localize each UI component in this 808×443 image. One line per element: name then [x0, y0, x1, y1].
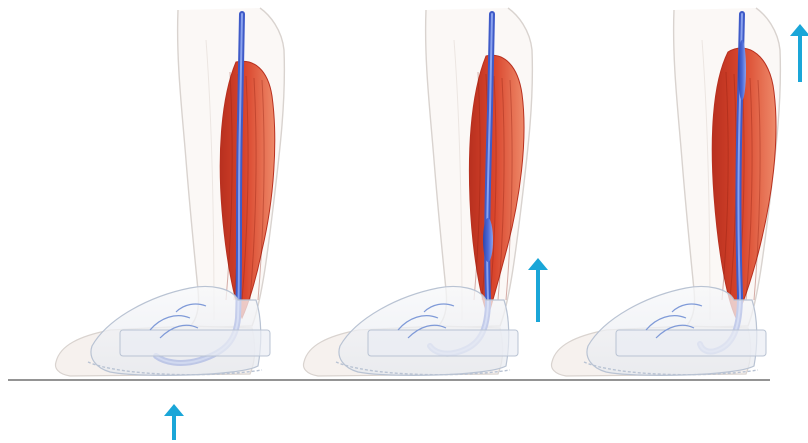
vein-bulge — [738, 40, 746, 100]
panel-3 — [552, 8, 781, 376]
shoe-strap — [120, 330, 270, 356]
shoe-strap — [368, 330, 518, 356]
arrow-head — [790, 24, 808, 36]
shoe-icon — [336, 287, 518, 376]
arrow-head — [164, 404, 184, 416]
shoe-strap — [616, 330, 766, 356]
calf-muscle-icon — [469, 55, 524, 316]
shoe-icon — [88, 287, 270, 376]
arrow-up-icon — [164, 404, 184, 440]
arrow-head — [528, 258, 548, 270]
arrow-up-icon — [528, 258, 548, 322]
panel-2 — [304, 8, 533, 376]
vein-bulge — [483, 218, 493, 262]
shoe-icon — [584, 287, 766, 376]
arrow-up-icon — [790, 24, 808, 82]
muscle-belly — [469, 55, 524, 316]
panel-1 — [56, 8, 285, 376]
